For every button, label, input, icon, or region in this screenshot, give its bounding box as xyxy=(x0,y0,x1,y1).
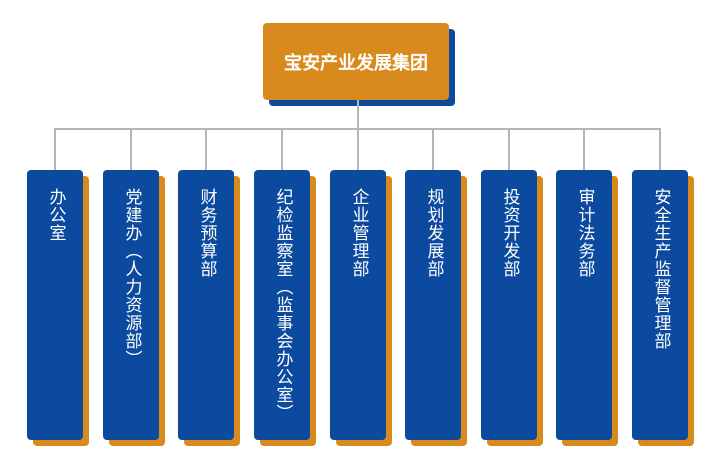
connector-drop xyxy=(130,128,132,170)
department-label: 纪检监察室（监事会办公室） xyxy=(272,188,293,422)
department-label: 企业管理部 xyxy=(348,188,369,278)
department-label: 财务预算部 xyxy=(196,188,217,278)
root-node-label: 宝安产业发展集团 xyxy=(284,52,428,74)
connector-drop xyxy=(432,128,434,170)
department-node-discipline[interactable]: 纪检监察室（监事会办公室） xyxy=(254,170,310,440)
connector-drop xyxy=(205,128,207,170)
department-node-enterprise-mgmt[interactable]: 企业管理部 xyxy=(330,170,386,440)
connector-drop xyxy=(357,128,359,170)
department-node-safety[interactable]: 安全生产监督管理部 xyxy=(632,170,688,440)
connector-trunk xyxy=(357,100,359,130)
department-node-investment[interactable]: 投资开发部 xyxy=(481,170,537,440)
department-node-audit-legal[interactable]: 审计法务部 xyxy=(556,170,612,440)
connector-drop xyxy=(281,128,283,170)
root-node[interactable]: 宝安产业发展集团 xyxy=(263,23,449,100)
department-label: 党建办（人力资源部） xyxy=(121,188,142,368)
department-label: 投资开发部 xyxy=(499,188,520,278)
connector-drop xyxy=(54,128,56,170)
department-node-party-hr[interactable]: 党建办（人力资源部） xyxy=(103,170,159,440)
department-node-office[interactable]: 办公室 xyxy=(27,170,83,440)
department-node-planning[interactable]: 规划发展部 xyxy=(405,170,461,440)
department-label: 办公室 xyxy=(45,188,66,242)
department-node-finance[interactable]: 财务预算部 xyxy=(178,170,234,440)
connector-drop xyxy=(659,128,661,170)
connector-drop xyxy=(583,128,585,170)
department-label: 规划发展部 xyxy=(423,188,444,278)
department-label: 安全生产监督管理部 xyxy=(650,188,671,350)
department-label: 审计法务部 xyxy=(574,188,595,278)
connector-drop xyxy=(508,128,510,170)
